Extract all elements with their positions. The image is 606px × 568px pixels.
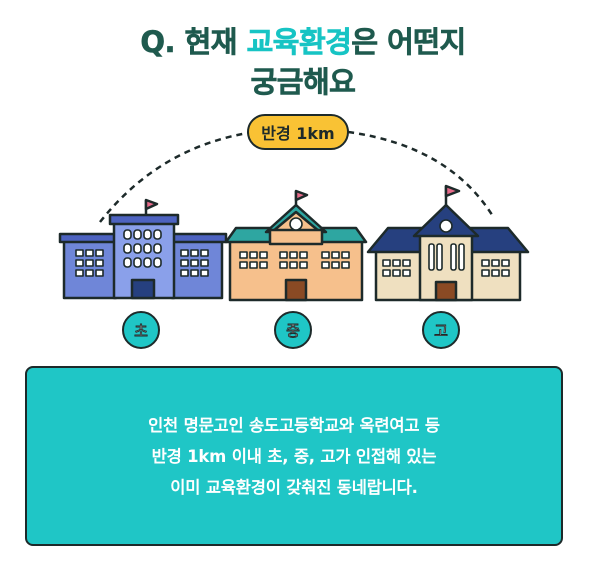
- radius-arc: [99, 130, 496, 223]
- description-line-3: 이미 교육환경이 갖춰진 동네랍니다.: [170, 477, 418, 497]
- title-line-2: 궁금해요: [250, 65, 356, 100]
- description-box: 인천 명문고인 송도고등학교와 옥련여고 등 반경 1km 이내 초, 중, 고…: [25, 366, 563, 546]
- description-line-1: 인천 명문고인 송도고등학교와 옥련여고 등: [148, 415, 440, 435]
- high-badge: 고: [422, 311, 460, 349]
- radius-badge: 반경 1km: [247, 114, 349, 150]
- middle-badge: 중: [274, 311, 312, 349]
- page-title: Q. 현재 교육환경은 어떤지 궁금해요: [0, 22, 606, 102]
- title-line-1: Q. 현재 교육환경은 어떤지: [0, 22, 606, 62]
- elementary-school-building: [58, 198, 228, 300]
- title-suffix: 은 어떤지: [351, 25, 466, 60]
- description-line-2: 반경 1km 이내 초, 중, 고가 인접해 있는: [151, 446, 437, 466]
- elementary-badge: 초: [122, 311, 160, 349]
- title-prefix: Q. 현재: [140, 25, 247, 60]
- middle-school-building: [224, 189, 368, 302]
- high-school-building: [366, 184, 530, 302]
- title-accent: 교육환경: [246, 25, 352, 60]
